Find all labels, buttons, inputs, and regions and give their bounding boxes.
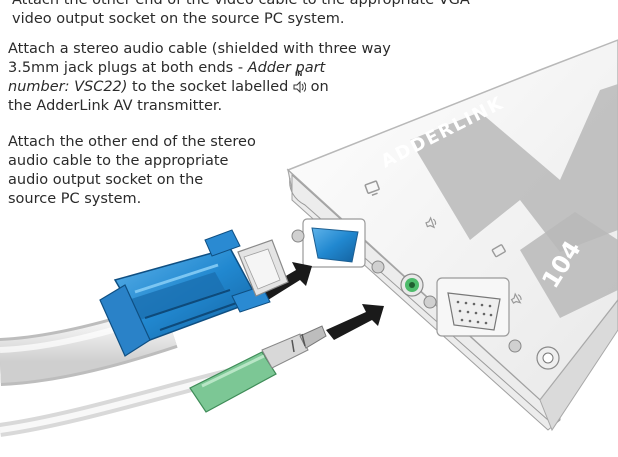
audio-in-label: IN — [294, 71, 303, 78]
audio-output-socket — [536, 346, 560, 370]
part-number-value: number: VSC22) — [8, 79, 128, 95]
vga-plug — [99, 229, 289, 357]
step-3-line-1: Attach the other end of the stereo — [8, 134, 256, 150]
step-1-line-2: video output socket on the source PC sys… — [12, 11, 345, 27]
audio-in-symbol: IN — [293, 72, 306, 93]
audio-jack-plug — [189, 325, 327, 413]
monitor-icon — [491, 244, 506, 258]
vga-output-socket — [423, 277, 522, 353]
adderlink-av-transmitter: ADDERLINK 104 — [286, 39, 618, 432]
audio-input-socket — [400, 273, 424, 297]
step-2-line-3c: on — [305, 79, 329, 95]
speaker-icon — [510, 292, 522, 304]
vga-input-socket — [291, 218, 385, 274]
device-side-face — [539, 299, 618, 432]
step-3-line-3: audio output socket on the — [8, 172, 204, 188]
instruction-step-2: Attach a stereo audio cable (shielded wi… — [8, 40, 391, 116]
instruction-step-1: Attach the other end of the video cable … — [12, 0, 470, 29]
speaker-icon — [425, 216, 437, 229]
device-top-graphic-2 — [520, 212, 618, 318]
device-top-graphic — [410, 84, 618, 252]
step-2-line-3: number: VSC22) to the socket labelled IN… — [8, 72, 391, 97]
step-3-line-2: audio cable to the appropriate — [8, 153, 229, 169]
step-2-line-2: 3.5mm jack plugs at both ends - Adder pa… — [8, 59, 391, 78]
step-2-line-2a: 3.5mm jack plugs at both ends - — [8, 60, 248, 76]
step-2-line-4: the AdderLink AV transmitter. — [8, 98, 223, 114]
step-1-line-1: Attach the other end of the video cable … — [12, 0, 470, 8]
arrow-icon — [326, 304, 384, 340]
step-2-line-1: Attach a stereo audio cable (shielded wi… — [8, 41, 391, 57]
monitor-icon — [364, 180, 380, 196]
part-number-label: Adder part — [247, 60, 326, 76]
instruction-step-3: Attach the other end of the stereo audio… — [8, 133, 256, 209]
step-2-line-3b: to the socket labelled — [127, 79, 293, 95]
speaker-icon — [293, 81, 306, 93]
step-3-line-4: source PC system. — [8, 191, 142, 207]
